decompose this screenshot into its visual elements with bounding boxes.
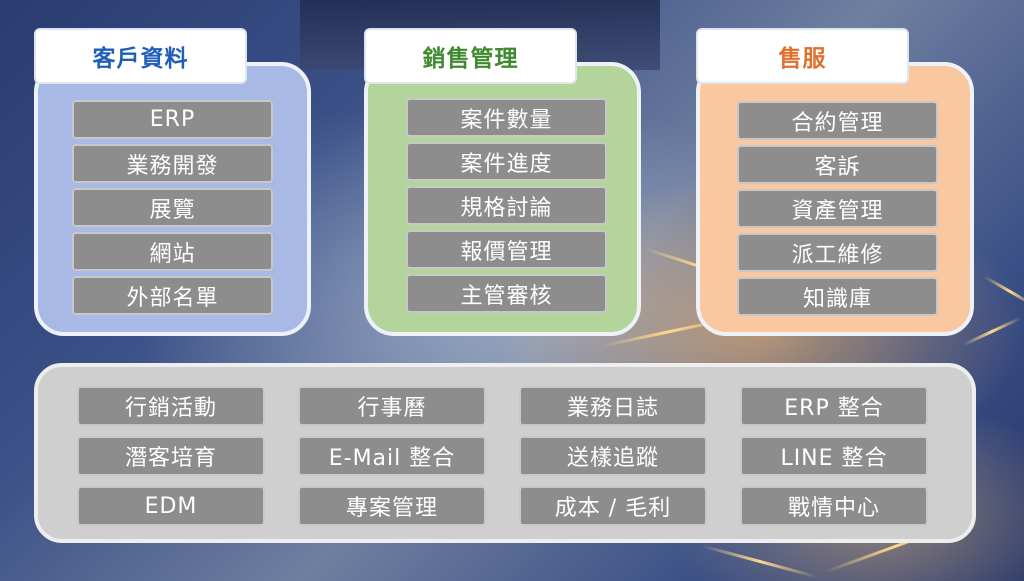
service-item-dispatch-repair: 派工維修: [737, 233, 938, 272]
sales-item-case-progress: 案件進度: [406, 142, 607, 181]
feature-marketing-campaign: 行銷活動: [77, 386, 265, 426]
feature-cost-margin: 成本 / 毛利: [519, 486, 707, 526]
service-item-asset-management: 資產管理: [737, 189, 938, 228]
feature-dashboard-center: 戰情中心: [740, 486, 928, 526]
feature-business-log: 業務日誌: [519, 386, 707, 426]
service-item-contract-management: 合約管理: [737, 101, 938, 140]
feature-calendar: 行事曆: [298, 386, 486, 426]
after-sales-service-list: 合約管理 客訴 資產管理 派工維修 知識庫: [737, 101, 938, 316]
after-sales-service-title: 售服: [696, 28, 909, 84]
customer-data-title: 客戶資料: [34, 28, 247, 84]
customer-data-list: ERP 業務開發 展覽 網站 外部名單: [72, 100, 273, 315]
sales-item-quote-management: 報價管理: [406, 230, 607, 269]
service-item-complaints: 客訴: [737, 145, 938, 184]
sales-item-spec-discussion: 規格討論: [406, 186, 607, 225]
sales-management-title: 銷售管理: [364, 28, 577, 84]
customer-item-erp: ERP: [72, 100, 273, 139]
feature-lead-nurturing: 潛客培育: [77, 436, 265, 476]
service-item-knowledge-base: 知識庫: [737, 277, 938, 316]
sales-management-list: 案件數量 案件進度 規格討論 報價管理 主管審核: [406, 98, 607, 313]
feature-email-integration: E-Mail 整合: [298, 436, 486, 476]
sales-item-manager-review: 主管審核: [406, 274, 607, 313]
feature-erp-integration: ERP 整合: [740, 386, 928, 426]
feature-line-integration: LINE 整合: [740, 436, 928, 476]
customer-item-external-list: 外部名單: [72, 276, 273, 315]
feature-project-management: 專案管理: [298, 486, 486, 526]
customer-item-business-development: 業務開發: [72, 144, 273, 183]
customer-item-website: 網站: [72, 232, 273, 271]
sales-item-case-count: 案件數量: [406, 98, 607, 137]
shared-features-grid: 行銷活動 行事曆 業務日誌 ERP 整合 潛客培育 E-Mail 整合 送樣追蹤…: [77, 386, 928, 526]
customer-item-exhibition: 展覽: [72, 188, 273, 227]
feature-sample-tracking: 送樣追蹤: [519, 436, 707, 476]
feature-edm: EDM: [77, 486, 265, 526]
